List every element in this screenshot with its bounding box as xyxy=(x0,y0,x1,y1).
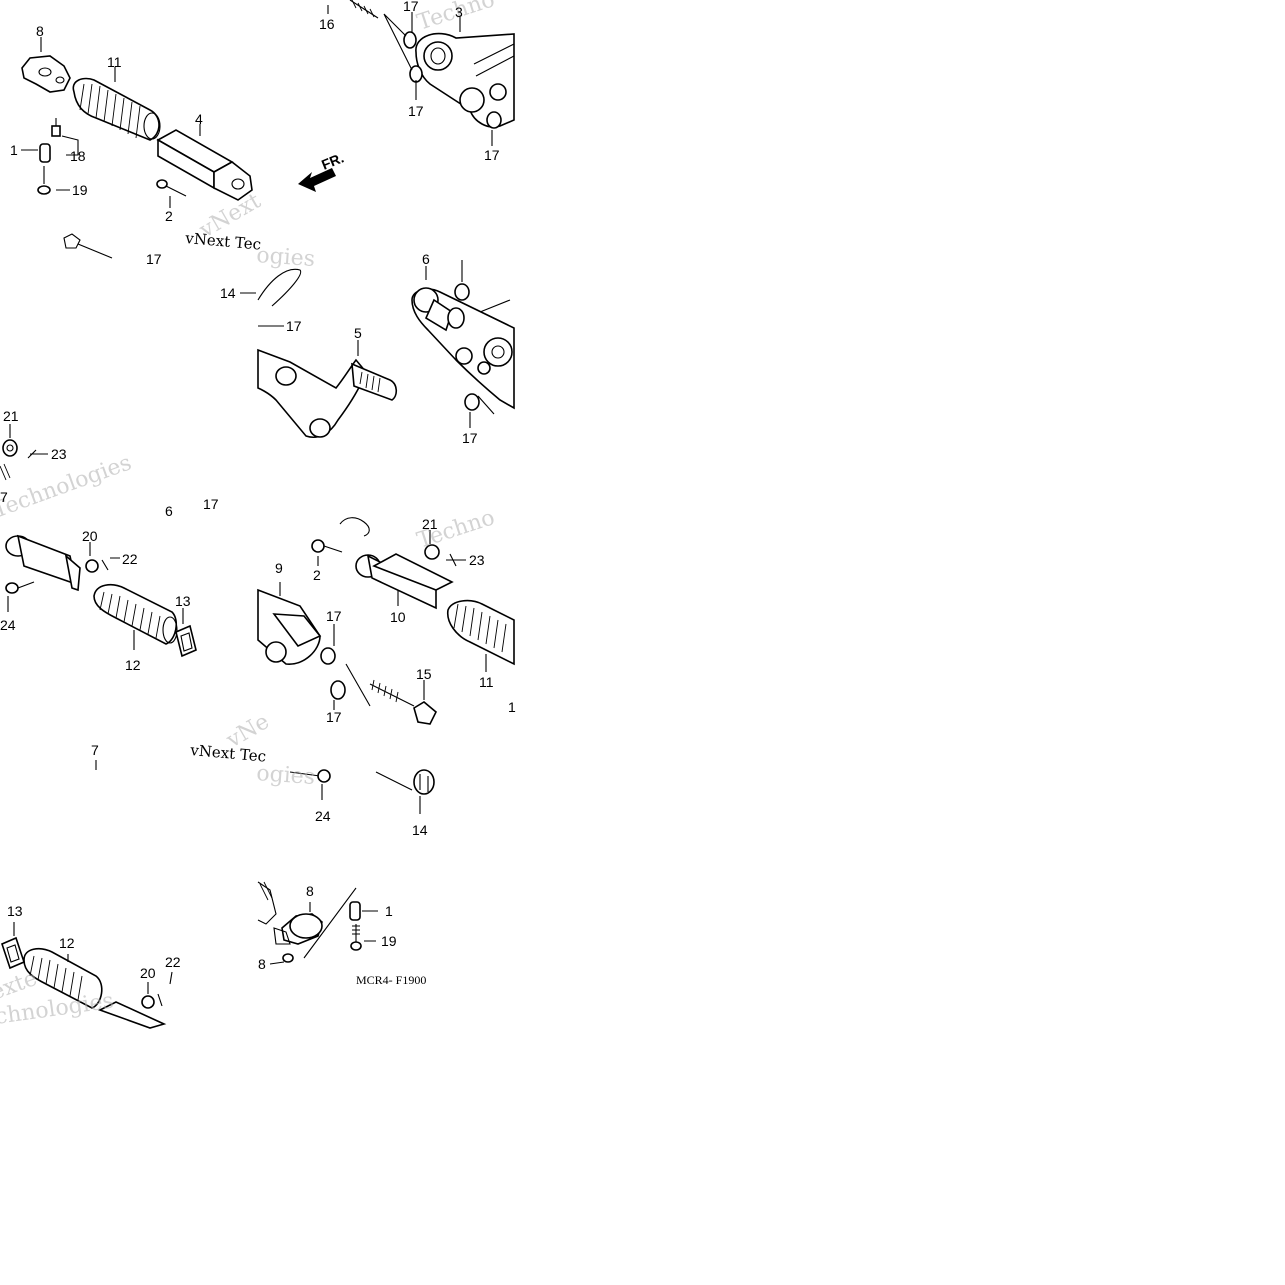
front-direction-arrow xyxy=(298,168,336,192)
callout-label: 6 xyxy=(165,503,173,519)
end-cap-part xyxy=(375,769,435,814)
callout-label: 24 xyxy=(0,617,16,633)
mount-plate-part xyxy=(327,0,515,146)
peg-rubber-part xyxy=(72,77,161,141)
svg-text:Technologies: Technologies xyxy=(0,450,135,523)
washer-part xyxy=(175,624,197,658)
callout-label: 17 xyxy=(286,318,302,334)
callout-label: 23 xyxy=(51,446,67,462)
callout-label: 21 xyxy=(3,408,19,424)
callout-label: 1 xyxy=(385,903,393,919)
callout-label: 12 xyxy=(59,935,75,951)
callout-label: 3 xyxy=(455,4,463,20)
callout-label: 7 xyxy=(91,742,99,758)
pillion-rubber-part xyxy=(23,947,103,1009)
callout-label: 17 xyxy=(146,251,162,267)
diagram-code: MCR4- F1900 xyxy=(356,973,426,987)
pillion-rubber-part xyxy=(93,583,178,645)
tile-middle-right: ogies xyxy=(240,243,515,438)
step-arm-part xyxy=(257,348,398,438)
bolt-part xyxy=(51,118,61,137)
callout-label: 19 xyxy=(381,933,397,949)
callout-label: 8 xyxy=(306,883,314,899)
callout-label: 2 xyxy=(313,567,321,583)
tile-bottom-middle: vNe vNext Tec ogies xyxy=(95,709,435,965)
washer-part xyxy=(1,936,25,970)
callout-label: 22 xyxy=(165,954,181,970)
callout-label: 17 xyxy=(403,0,419,14)
callout-label: 6 xyxy=(422,251,430,267)
callout-label: 17 xyxy=(326,709,342,725)
callout-label: 16 xyxy=(319,16,335,32)
callout-label: 21 xyxy=(422,516,438,532)
collar-part xyxy=(349,901,361,921)
callout-label: 24 xyxy=(315,808,331,824)
peg-bracket-part xyxy=(21,55,71,93)
peg-bracket-part xyxy=(257,881,323,965)
watermark-text: vNext Tec xyxy=(184,229,262,254)
svg-text:ogies: ogies xyxy=(256,761,316,790)
peg-body-part xyxy=(156,129,253,201)
callout-label: 13 xyxy=(7,903,23,919)
callout-label: 11 xyxy=(107,54,122,70)
callout-label: 20 xyxy=(82,528,98,544)
callout-label: 17 xyxy=(462,430,478,446)
callout-label: 19 xyxy=(72,182,88,198)
callout-label: 5 xyxy=(354,325,362,341)
svg-text:ogies: ogies xyxy=(256,243,316,272)
watermark-text: vNext Tec xyxy=(189,741,267,766)
callout-label: 17 xyxy=(326,608,342,624)
callout-label: 1 xyxy=(508,699,516,715)
callout-label: 11 xyxy=(479,674,494,690)
callout-label: 17 xyxy=(484,147,500,163)
callout-label: 8 xyxy=(258,956,266,972)
callout-label: 2 xyxy=(165,208,173,224)
callout-label: 8 xyxy=(36,23,44,39)
bolt-part xyxy=(350,924,362,951)
pillion-peg-body-part xyxy=(5,534,81,592)
callout-label: 12 xyxy=(125,657,141,673)
bolt-part xyxy=(369,679,437,725)
tile-middle-left xyxy=(0,424,48,481)
callout-label: 22 xyxy=(122,551,138,567)
bolt-part xyxy=(37,166,51,195)
pillion-rubber-part xyxy=(446,599,515,672)
step-holder-part xyxy=(257,582,322,665)
pin-part xyxy=(289,769,331,800)
callout-label: 7 xyxy=(0,489,8,505)
tile-lower-left xyxy=(5,534,197,658)
holder-plate-part xyxy=(411,260,515,428)
collar-part xyxy=(39,143,51,163)
pin-part xyxy=(156,179,187,197)
callout-label: 15 xyxy=(416,666,432,682)
callout-label: 13 xyxy=(175,593,191,609)
callout-label: 20 xyxy=(140,965,156,981)
tile-lower-right: Techno xyxy=(257,505,515,725)
callout-label: 14 xyxy=(412,822,428,838)
pin-part xyxy=(311,539,343,566)
callout-labels: 8 11 4 1 18 19 2 16 17 3 17 17 14 17 5 6… xyxy=(0,0,516,981)
callout-label: 14 xyxy=(220,285,236,301)
callout-label: 9 xyxy=(275,560,283,576)
callout-label: 17 xyxy=(408,103,424,119)
callout-label: 4 xyxy=(195,111,203,127)
pillion-peg-body-part xyxy=(355,553,454,610)
front-direction-label: FR. xyxy=(319,149,346,172)
pin-part xyxy=(5,581,35,612)
callout-label: 23 xyxy=(469,552,485,568)
callout-label: 1 xyxy=(10,142,18,158)
callout-label: 17 xyxy=(203,496,219,512)
callout-label: 10 xyxy=(390,609,406,625)
callout-label: 18 xyxy=(70,148,86,164)
tile-top-left: Techno vNext vNext Tec Technologies xyxy=(0,0,515,524)
